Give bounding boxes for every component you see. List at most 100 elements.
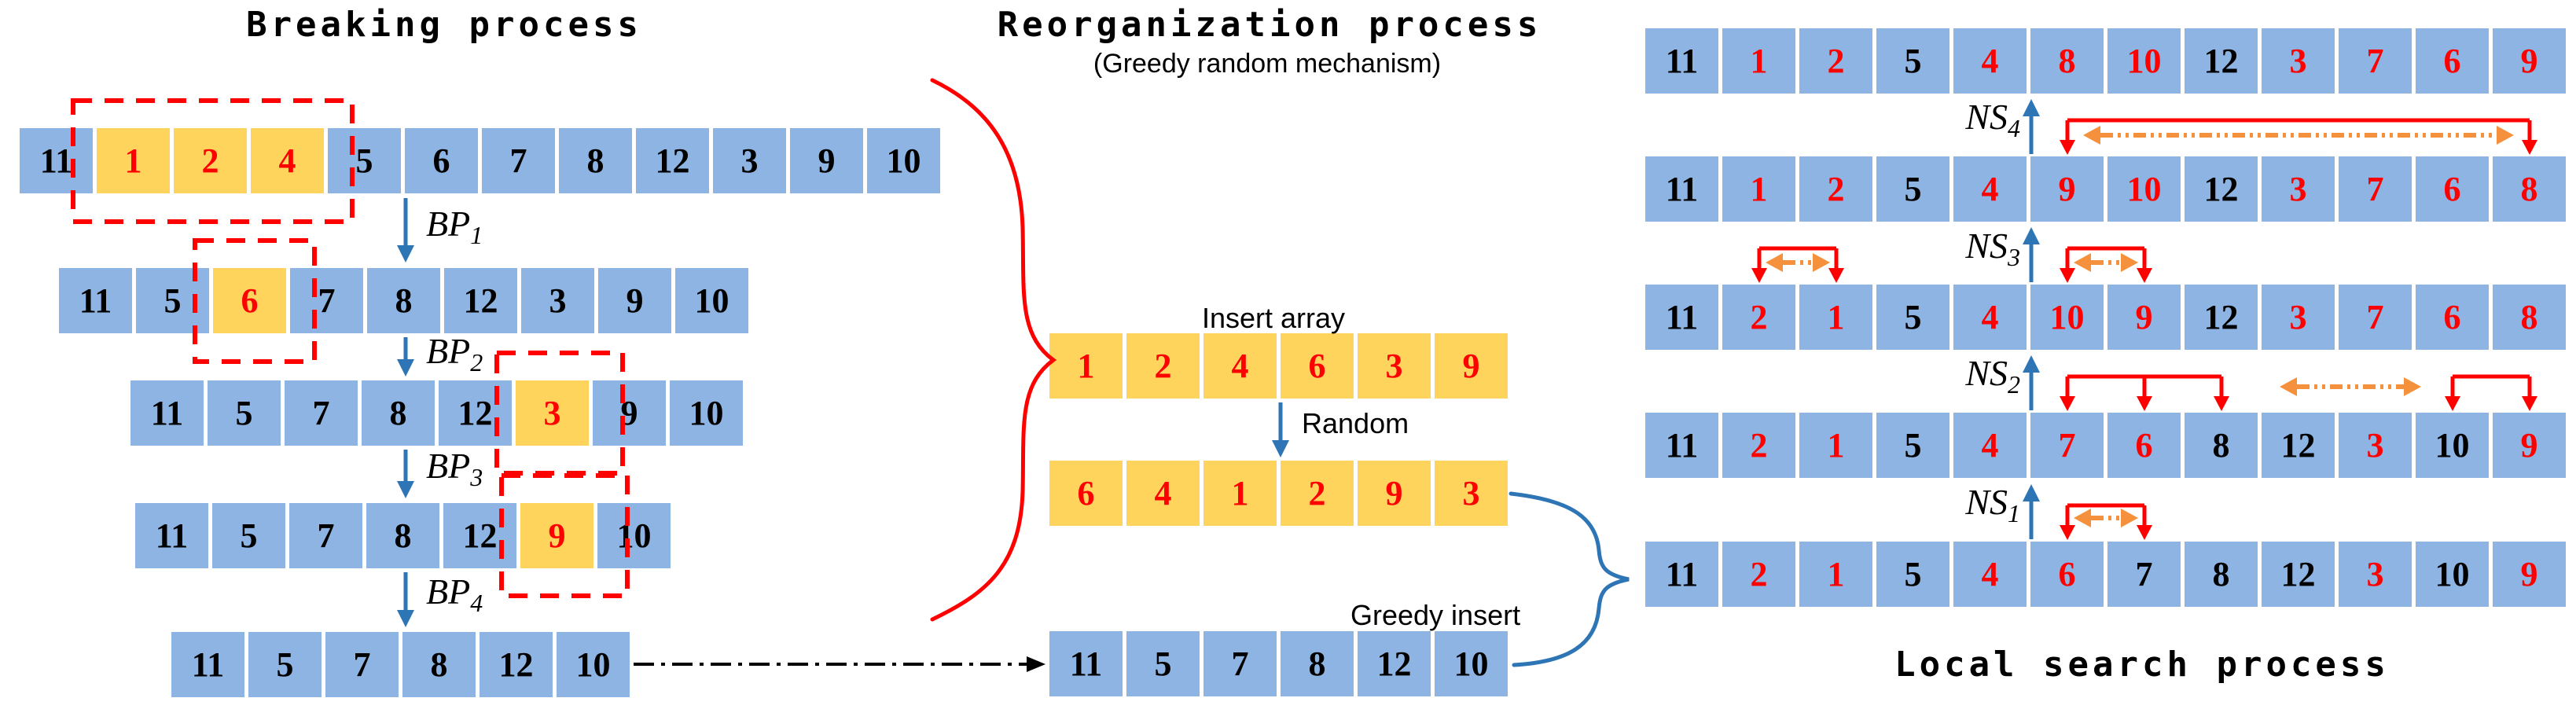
array-cell: 6 [1049, 461, 1123, 526]
array-cell: 2 [1722, 542, 1795, 607]
array-cell: 2 [1799, 28, 1872, 94]
bp-arrow-head [397, 359, 414, 377]
array-cell: 11 [1049, 631, 1123, 696]
array-cell: 9 [2493, 413, 2566, 478]
array-cell: 5 [1126, 631, 1200, 696]
array-cell: 8 [2185, 413, 2258, 478]
array-cell: 1 [1722, 156, 1795, 222]
array-cell: 7 [2107, 542, 2181, 607]
to-local-search-brace [1508, 491, 1630, 667]
array-cell: 5 [1876, 413, 1949, 478]
array-cell: 5 [136, 268, 209, 333]
array-cell: 11 [1645, 413, 1718, 478]
array-cell: 9 [2493, 28, 2566, 94]
array-cell: 5 [328, 128, 401, 193]
array-cell: 8 [2030, 28, 2104, 94]
array-cell: 1 [1799, 542, 1872, 607]
array-cell: 8 [366, 503, 439, 568]
ns-arrow-head [2023, 227, 2040, 244]
ns-arrow-head [2023, 99, 2040, 116]
array-cell: 9 [1358, 461, 1431, 526]
array-cell: 1 [1799, 413, 1872, 478]
array-cell: 12 [2262, 413, 2335, 478]
greedy-insert-label: Greedy insert [1350, 599, 1521, 631]
array-cell: 11 [1645, 285, 1718, 350]
swap-bracket-head [2522, 140, 2537, 155]
array-cell: 2 [174, 128, 247, 193]
array-cell: 6 [1281, 333, 1354, 399]
ns-step-label-4: NS4 [1965, 97, 2020, 143]
array-cell: 3 [2339, 542, 2412, 607]
array-cell: 11 [171, 632, 244, 697]
swap-bracket-head [2522, 396, 2537, 411]
array-cell: 6 [2416, 156, 2489, 222]
array-cell: 9 [2107, 285, 2181, 350]
array-cell: 5 [248, 632, 322, 697]
swap-range-arrow-head [2280, 377, 2297, 396]
insert-array-label: Insert array [1201, 302, 1346, 334]
ns-step-label-1: NS1 [1965, 482, 2020, 528]
array-cell: 12 [444, 268, 517, 333]
array-cell: 6 [2030, 542, 2104, 607]
array-cell: 9 [790, 128, 863, 193]
swap-range-arrow-head [2497, 126, 2514, 145]
array-cell: 8 [402, 632, 476, 697]
array-cell: 3 [1435, 461, 1508, 526]
array-cell: 6 [405, 128, 478, 193]
array-cell: 4 [251, 128, 324, 193]
swap-bracket-head [2137, 525, 2152, 540]
array-cell: 3 [2262, 156, 2335, 222]
transfer-dashdot-arrow-head [1027, 656, 1045, 672]
greedy-random-mechanism-subtitle: (Greedy random mechanism) [1093, 49, 1442, 79]
bp-arrow-head [397, 245, 414, 263]
array-cell: 10 [2030, 285, 2104, 350]
array-cell: 11 [59, 268, 132, 333]
array-cell: 3 [516, 380, 589, 446]
ns-arrow-head [2023, 484, 2040, 501]
swap-bracket-head [2060, 140, 2075, 155]
array-cell: 8 [2185, 542, 2258, 607]
array-cell: 12 [2262, 542, 2335, 607]
swap-bracket-head [2060, 396, 2075, 411]
swap-range-arrow-head [2074, 509, 2091, 527]
array-cell: 5 [1876, 285, 1949, 350]
array-cell: 10 [2107, 28, 2181, 94]
array-cell: 5 [1876, 28, 1949, 94]
array-cell: 1 [1722, 28, 1795, 94]
array-cell: 12 [443, 503, 516, 568]
array-cell: 1 [1799, 285, 1872, 350]
swap-bracket-head [2060, 268, 2075, 283]
swap-range-arrow-head [2083, 126, 2100, 145]
array-cell: 8 [362, 380, 435, 446]
bp-arrow-head [397, 610, 414, 627]
random-arrow-head [1272, 440, 1289, 457]
array-cell: 6 [2416, 28, 2489, 94]
array-cell: 8 [2493, 156, 2566, 222]
array-cell: 9 [593, 380, 666, 446]
bp-step-label-1: BP1 [426, 204, 483, 250]
bp-step-label-4: BP4 [426, 571, 483, 618]
array-cell: 2 [1281, 461, 1354, 526]
array-cell: 1 [97, 128, 170, 193]
swap-bracket-head [2060, 525, 2075, 540]
breaking-process-title: Breaking process [246, 5, 642, 45]
ns-step-label-3: NS3 [1965, 226, 2020, 272]
array-cell: 8 [2493, 285, 2566, 350]
array-cell: 4 [1953, 28, 2027, 94]
bp-step-label-3: BP3 [426, 446, 483, 492]
array-cell: 12 [1358, 631, 1431, 696]
array-cell: 10 [867, 128, 940, 193]
array-cell: 6 [2416, 285, 2489, 350]
array-cell: 2 [1126, 333, 1200, 399]
swap-bracket-head [1828, 268, 1844, 283]
array-cell: 7 [285, 380, 358, 446]
